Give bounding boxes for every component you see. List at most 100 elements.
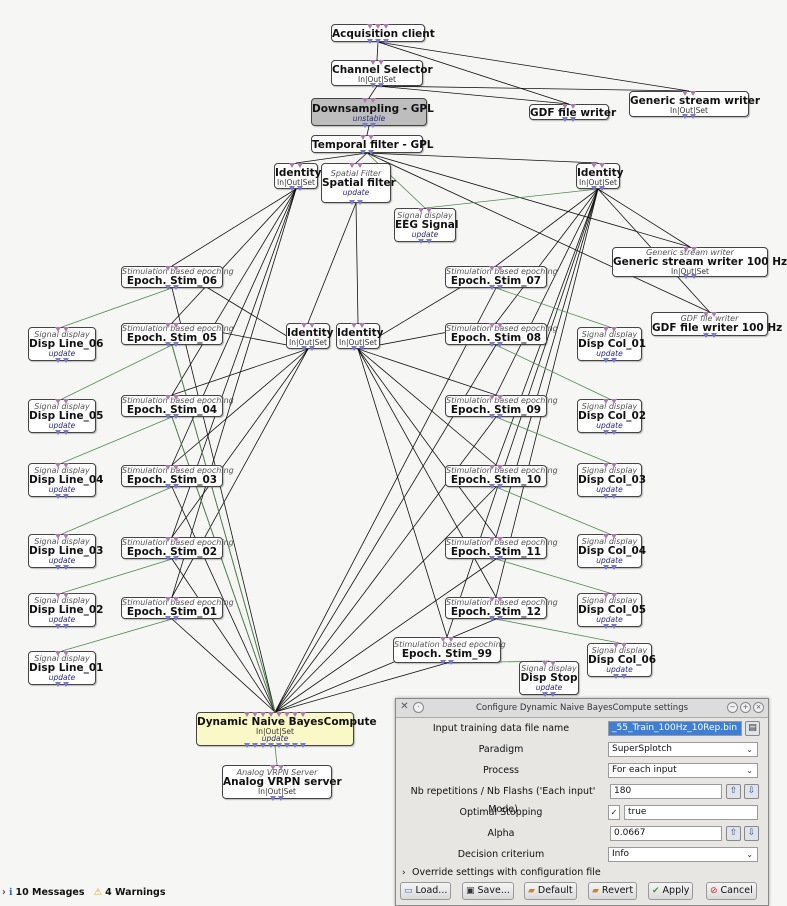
connection-id2-s12[interactable] (495, 188, 599, 598)
input-connector[interactable] (497, 537, 503, 542)
input-connector[interactable] (63, 534, 69, 539)
output-connector[interactable] (418, 239, 424, 244)
output-connector[interactable] (244, 743, 250, 748)
output-connector[interactable] (612, 674, 619, 679)
input-connector[interactable] (300, 712, 306, 717)
connection-down-temp[interactable] (366, 125, 370, 136)
input-connector[interactable] (691, 247, 697, 252)
input-connector[interactable] (690, 91, 696, 96)
minimize-icon[interactable]: − (727, 702, 738, 713)
output-connector[interactable] (497, 285, 503, 290)
input-connector[interactable] (289, 163, 295, 168)
input-connector[interactable] (610, 463, 617, 468)
connection-s04-nb[interactable] (171, 416, 276, 713)
input-connector[interactable] (55, 463, 61, 468)
connection-s07-dc01[interactable] (495, 287, 610, 328)
output-connector[interactable] (63, 682, 69, 687)
connection-s99-nb[interactable] (274, 662, 448, 713)
input-connector[interactable] (63, 399, 69, 404)
connection-s06-dl06[interactable] (61, 287, 173, 328)
input-connector[interactable] (497, 323, 503, 328)
paradigm-select[interactable]: SuperSplotch⌄ (608, 742, 758, 757)
connection-chsel-gsw[interactable] (376, 85, 690, 92)
connection-s11-dc05[interactable] (495, 558, 610, 594)
output-connector[interactable] (165, 342, 171, 347)
connection-spat-id4[interactable] (355, 202, 359, 324)
connection-s04-dl04[interactable] (61, 416, 173, 464)
input-connector[interactable] (252, 712, 258, 717)
output-connector[interactable] (690, 114, 696, 119)
input-connector[interactable] (165, 323, 171, 328)
output-connector[interactable] (55, 430, 61, 435)
input-connector[interactable] (63, 651, 69, 656)
input-connector[interactable] (426, 208, 432, 213)
connection-s09-nb[interactable] (274, 416, 497, 713)
connection-s12-dc06[interactable] (495, 618, 620, 644)
browse-file-icon[interactable]: ▤ (745, 721, 760, 736)
input-connector[interactable] (570, 104, 576, 109)
connection-id4-s99[interactable] (357, 348, 448, 638)
output-connector[interactable] (173, 616, 179, 621)
connection-chsel-down[interactable] (368, 85, 378, 99)
output-connector[interactable] (602, 565, 609, 570)
output-connector[interactable] (260, 743, 266, 748)
output-connector[interactable] (489, 285, 495, 290)
input-connector[interactable] (362, 98, 368, 103)
connection-id2-s10[interactable] (495, 188, 599, 466)
input-connector[interactable] (292, 712, 298, 717)
input-connector[interactable] (602, 593, 609, 598)
connection-acq-gdfw[interactable] (377, 41, 570, 105)
output-connector[interactable] (292, 743, 298, 748)
connection-s06-nb[interactable] (171, 287, 276, 713)
repetitions-input[interactable]: 180 (610, 784, 722, 799)
input-connector[interactable] (602, 327, 609, 332)
input-connector[interactable] (497, 597, 503, 602)
input-connector[interactable] (418, 208, 424, 213)
connection-s10-dc04[interactable] (495, 486, 610, 535)
output-connector[interactable] (602, 624, 609, 629)
input-connector[interactable] (602, 534, 609, 539)
input-connector[interactable] (591, 163, 597, 168)
input-connector[interactable] (351, 323, 357, 328)
optimal-stopping-checkbox[interactable]: ✓ (608, 805, 620, 820)
output-connector[interactable] (173, 285, 179, 290)
output-connector[interactable] (55, 358, 61, 363)
output-connector[interactable] (602, 430, 609, 435)
output-connector[interactable] (542, 692, 548, 697)
input-connector[interactable] (370, 98, 376, 103)
output-connector[interactable] (252, 743, 258, 748)
input-connector[interactable] (489, 597, 495, 602)
connection-id2-eeg[interactable] (424, 188, 599, 209)
input-connector[interactable] (173, 395, 179, 400)
warnings-count[interactable]: 4 Warnings (105, 887, 166, 898)
output-connector[interactable] (383, 39, 389, 44)
input-connector[interactable] (489, 465, 495, 470)
output-connector[interactable] (550, 692, 556, 697)
input-connector[interactable] (489, 395, 495, 400)
input-connector[interactable] (550, 661, 556, 666)
output-connector[interactable] (173, 484, 179, 489)
output-connector[interactable] (300, 743, 306, 748)
input-connector[interactable] (173, 266, 179, 271)
output-connector[interactable] (591, 186, 597, 191)
output-connector[interactable] (362, 123, 368, 128)
revert-button[interactable]: ▰Revert (588, 882, 638, 900)
input-connector[interactable] (173, 465, 179, 470)
output-connector[interactable] (63, 358, 69, 363)
output-connector[interactable] (370, 83, 376, 88)
output-connector[interactable] (448, 660, 454, 665)
output-connector[interactable] (63, 430, 69, 435)
connection-id1-s01[interactable] (171, 188, 297, 598)
output-connector[interactable] (165, 616, 171, 621)
